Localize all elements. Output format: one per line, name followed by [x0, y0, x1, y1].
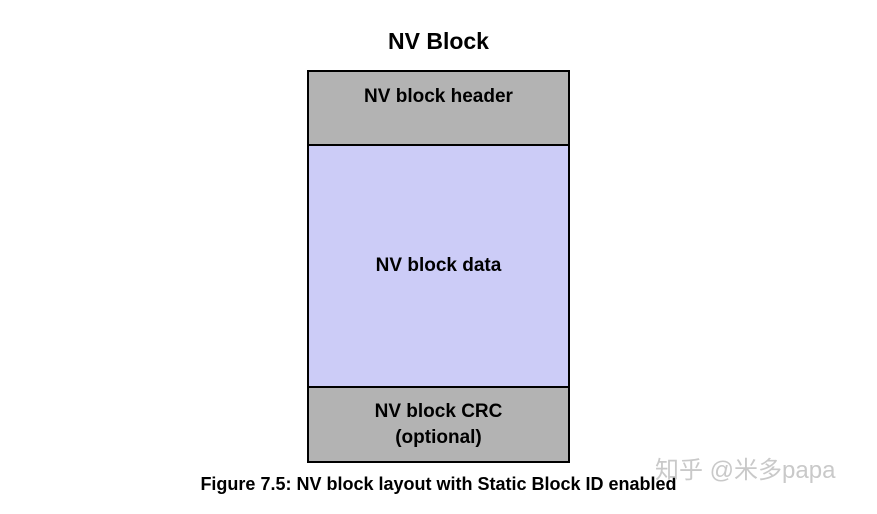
block-nv-data-label: NV block data — [375, 255, 502, 276]
block-nv-header: NV block header — [309, 72, 568, 146]
diagram-title: NV Block — [388, 28, 489, 54]
watermark-text: 知乎 @米多papa — [655, 457, 836, 484]
block-nv-crc: NV block CRC (optional) — [309, 388, 568, 461]
block-nv-data: NV block data — [309, 146, 568, 388]
figure-caption: Figure 7.5: NV block layout with Static … — [200, 474, 677, 494]
nv-block-stack: NV block header NV block data NV block C… — [307, 70, 570, 463]
block-nv-header-label: NV block header — [364, 86, 513, 107]
block-nv-crc-label: NV block CRC (optional) — [374, 400, 503, 448]
